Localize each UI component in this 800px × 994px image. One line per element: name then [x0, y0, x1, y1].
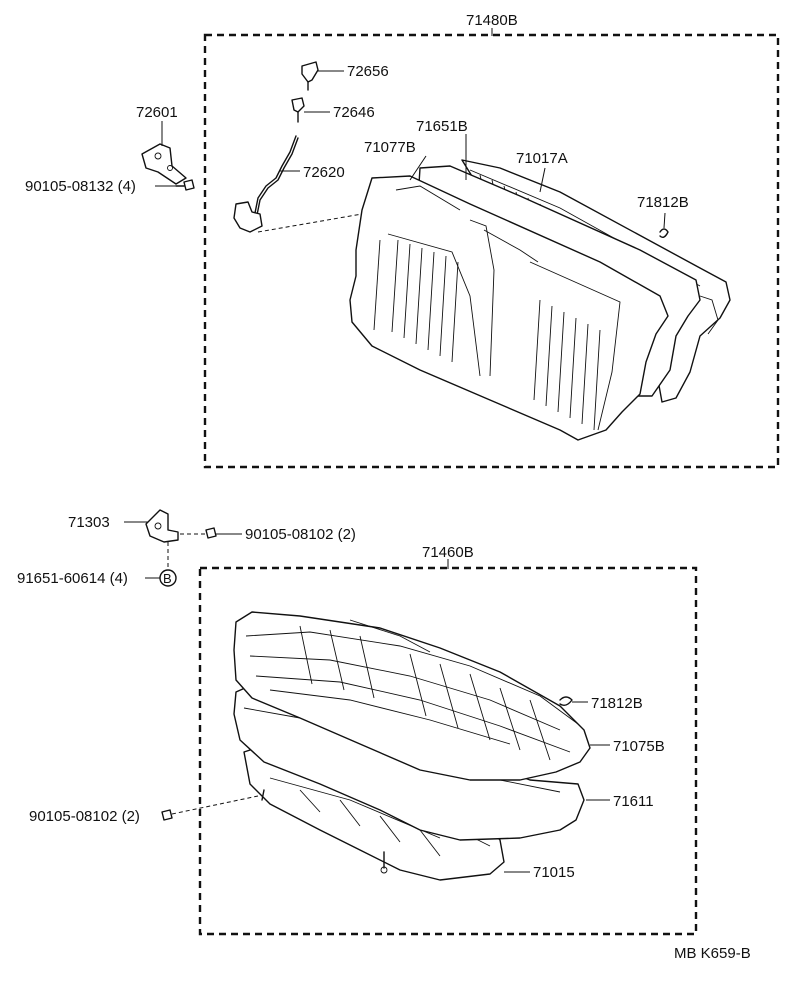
seat-cover [233, 611, 591, 781]
label-71015: 71015 [533, 864, 575, 881]
label-90105-08132: 90105-08132 (4) [25, 178, 136, 195]
marker-b-label: B [163, 571, 172, 586]
label-71611: 71611 [613, 793, 654, 810]
hinge-icon [141, 143, 187, 185]
label-71303: 71303 [68, 514, 110, 531]
bolt-icon [161, 809, 173, 821]
lock-assembly-icon [233, 135, 299, 233]
upper-group-label: 71480B [466, 12, 518, 29]
label-72601: 72601 [136, 104, 178, 121]
bezel-icon [291, 97, 305, 123]
clip-icon [659, 228, 669, 239]
label-72646: 72646 [333, 104, 375, 121]
label-71651B: 71651B [416, 118, 468, 135]
upper-group-box [203, 33, 780, 469]
mount-hardware: 71303 90105-08102 (2) B 91651-60614 (4) [17, 509, 356, 587]
label-71075B: 71075B [613, 738, 665, 755]
diagram-code: MB K659-B [674, 945, 751, 962]
lower-group-box [198, 566, 698, 936]
lower-group: 71460B 71015 71611 [29, 544, 698, 936]
label-91651-60614: 91651-60614 (4) [17, 570, 128, 587]
label-71077B: 71077B [364, 139, 416, 156]
label-72656: 72656 [347, 63, 389, 80]
bracket-icon [145, 509, 179, 543]
label-90105-08102-upper: 90105-08102 (2) [245, 526, 356, 543]
lock-knob-icon [301, 61, 319, 91]
seat-back-cover [349, 175, 669, 441]
lower-group-label: 71460B [422, 544, 474, 561]
label-71017A: 71017A [516, 150, 568, 167]
bolt-icon [175, 179, 195, 191]
label-72620: 72620 [303, 164, 345, 181]
clip-icon [559, 696, 573, 707]
bolt-icon [205, 527, 217, 539]
label-71812B-lower: 71812B [591, 695, 643, 712]
label-90105-08102-lower: 90105-08102 (2) [29, 808, 140, 825]
label-71812B-upper: 71812B [637, 194, 689, 211]
upper-group: 71480B 71812B [25, 12, 780, 469]
